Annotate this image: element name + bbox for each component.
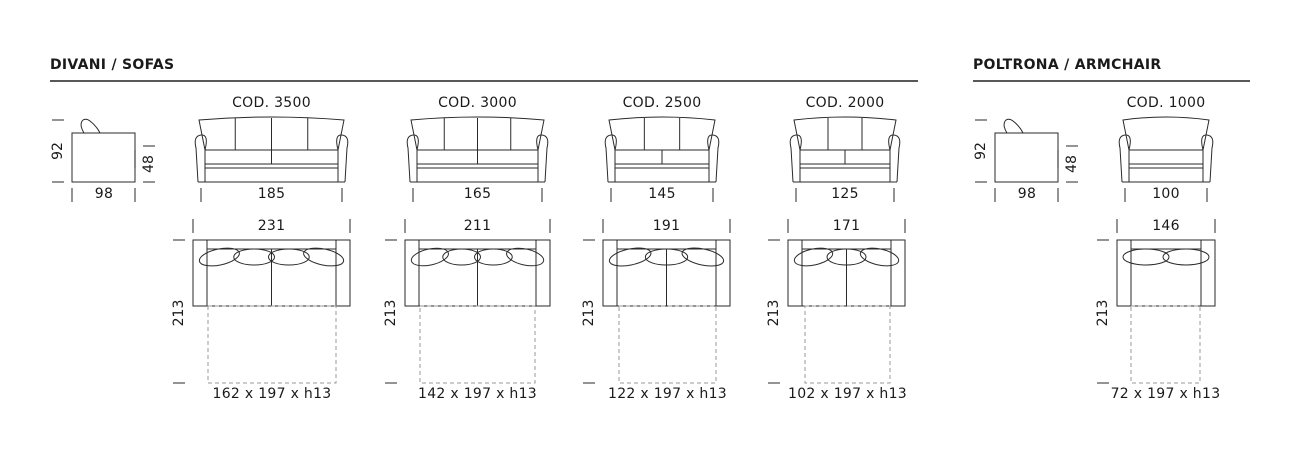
- section-title-armchair: POLTRONA / ARMCHAIR: [973, 57, 1162, 73]
- back-cushions: [410, 116, 545, 151]
- bed-extension: [207, 305, 337, 384]
- section-title-sofas: DIVANI / SOFAS: [50, 57, 175, 73]
- side-view-cushion: [1003, 118, 1024, 134]
- right-arm: [888, 134, 901, 183]
- back-cushions: [608, 116, 716, 151]
- model-code-label: COD. 2000: [805, 95, 885, 111]
- top-width-label: 211: [463, 218, 492, 234]
- left-arm: [1118, 134, 1131, 183]
- top-width-label: 231: [257, 218, 286, 234]
- model-code-label: COD. 2500: [622, 95, 702, 111]
- front-width-label: 145: [648, 186, 676, 202]
- side-height-label: 92: [50, 142, 66, 160]
- side-height-label: 92: [973, 142, 989, 160]
- cushion-top: [506, 247, 545, 267]
- cushion-top: [303, 247, 345, 267]
- top-depth-label: 213: [766, 299, 782, 327]
- left-arm: [789, 134, 802, 183]
- model-code-label: COD. 3000: [438, 95, 517, 111]
- cushion-top: [859, 247, 900, 267]
- cushion-top: [268, 248, 310, 266]
- back-cushions: [1122, 116, 1210, 151]
- cushion-top: [474, 248, 513, 266]
- cushion-top: [233, 248, 275, 266]
- top-width-label: 171: [832, 218, 861, 234]
- right-arm: [336, 134, 349, 183]
- back-cushions: [793, 116, 897, 151]
- side-view-handle: [134, 150, 136, 168]
- right-arm: [536, 134, 549, 183]
- side-seat-height-label: 48: [1064, 155, 1080, 173]
- front-width-label: 185: [257, 186, 286, 202]
- cushion-top: [681, 247, 725, 267]
- side-depth-label: 98: [94, 186, 114, 202]
- top-depth-label: 213: [1095, 299, 1111, 327]
- cushion-top: [442, 248, 481, 266]
- cushion-top: [608, 247, 652, 267]
- side-view-body: [71, 132, 136, 183]
- side-seat-height-label: 48: [141, 155, 157, 173]
- model-code-label: COD. 1000: [1126, 95, 1206, 111]
- back-cushions: [198, 116, 345, 151]
- cushion-top: [1162, 248, 1210, 266]
- side-view-cushion: [80, 118, 101, 134]
- model-code-label: COD. 3500: [232, 95, 311, 111]
- front-width-label: 165: [463, 186, 492, 202]
- top-depth-label: 213: [383, 299, 399, 327]
- left-arm: [406, 134, 419, 183]
- side-depth-label: 98: [1017, 186, 1037, 202]
- cushion-top: [410, 247, 449, 267]
- top-view-outline: [1116, 239, 1216, 307]
- bed-extension: [618, 305, 717, 384]
- cushion-top: [793, 247, 834, 267]
- right-arm: [707, 134, 720, 183]
- cushion-top: [826, 248, 867, 266]
- bed-extension: [804, 305, 891, 384]
- bed-size-label: 162 x 197 x h13: [212, 386, 332, 402]
- top-depth-label: 213: [581, 299, 597, 327]
- bed-size-label: 72 x 197 x h13: [1110, 386, 1221, 402]
- left-arm: [194, 134, 207, 183]
- front-width-label: 100: [1152, 186, 1180, 202]
- bed-extension: [1130, 305, 1201, 384]
- front-width-label: 125: [831, 186, 859, 202]
- top-width-label: 191: [652, 218, 681, 234]
- bed-size-label: 102 x 197 x h13: [787, 386, 908, 402]
- bed-size-label: 122 x 197 x h13: [607, 386, 728, 402]
- cushion-top: [644, 248, 689, 266]
- side-view-body: [994, 132, 1059, 183]
- top-width-label: 146: [1152, 218, 1180, 234]
- top-depth-label: 213: [171, 299, 187, 327]
- side-view-handle: [1057, 150, 1059, 168]
- bed-size-label: 142 x 197 x h13: [417, 386, 538, 402]
- cushion-top: [1122, 248, 1170, 266]
- bed-extension: [419, 305, 536, 384]
- left-arm: [604, 134, 617, 183]
- cushion-top: [198, 247, 240, 267]
- right-arm: [1201, 134, 1214, 183]
